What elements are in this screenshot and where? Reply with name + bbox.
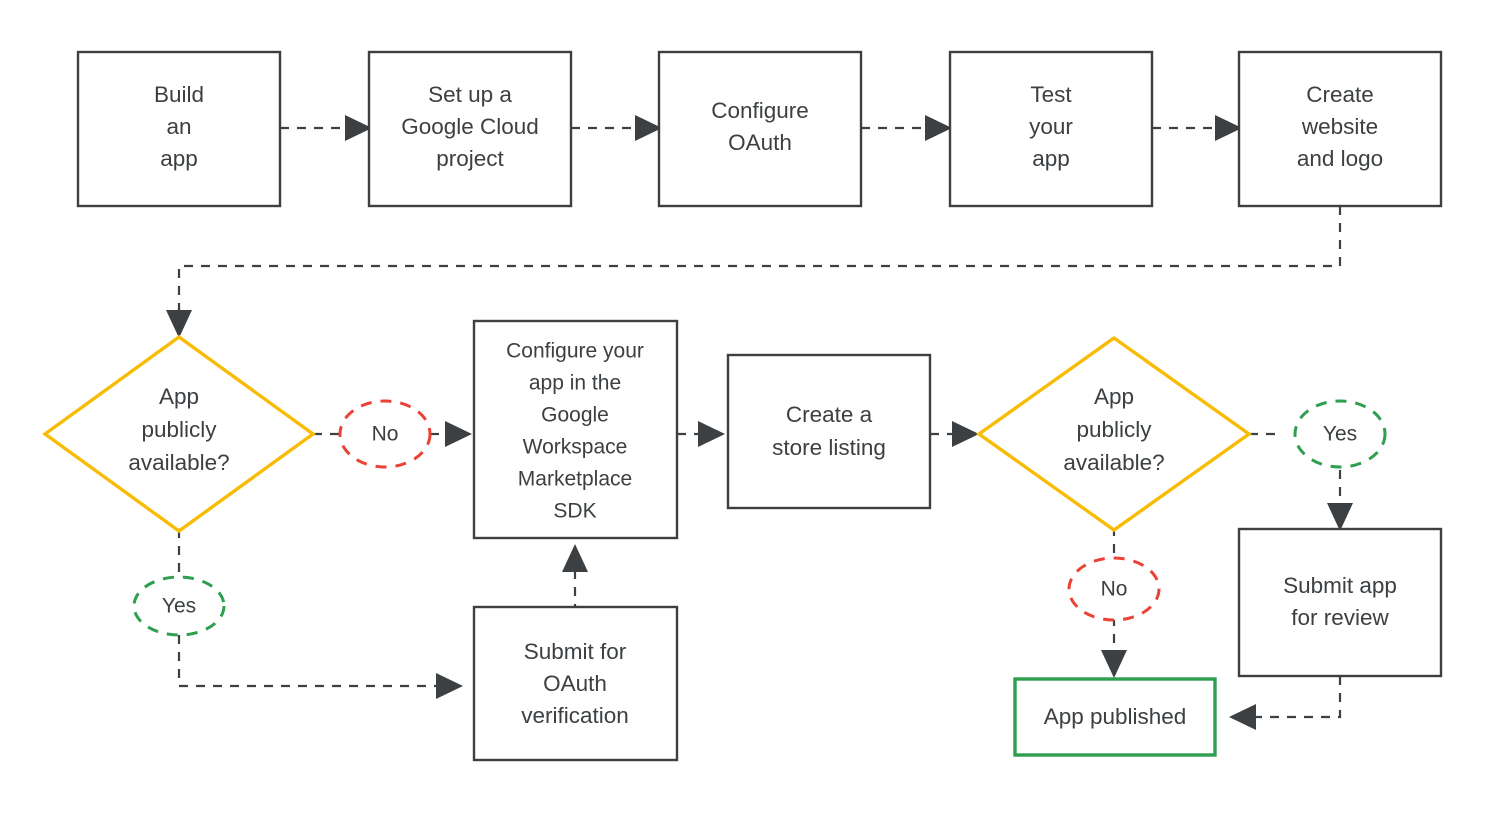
edge-label-text: No [372,423,399,446]
node-label-line: website [1301,114,1378,139]
edge-setup-to-oauth [571,115,662,141]
node-submit-for-oauth-verification[interactable]: Submit for OAuth verification [472,605,679,762]
node-label-line: Create a [786,402,873,427]
edge-decision2-yes [1249,432,1353,531]
node-create-website-and-logo[interactable]: Create website and logo [1237,50,1443,208]
node-label-line: available? [128,450,229,475]
edge-label-decision1-yes: Yes [132,575,226,637]
edge-label-decision2-no: No [1067,556,1161,622]
edge-review-to-published [1229,676,1342,730]
edge-label-text: Yes [162,595,196,618]
node-label-line: App published [1044,704,1187,729]
edge-label-decision1-no: No [338,399,432,469]
node-label-line: store listing [772,435,886,460]
node-label-line: SDK [553,500,596,523]
node-submit-app-for-review[interactable]: Submit app for review [1237,527,1443,678]
node-configure-app-in-sdk[interactable]: Configure your app in the Google Workspa… [472,319,679,540]
node-label-line: publicly [1076,417,1152,442]
node-app-publicly-available-2[interactable]: App publicly available? [976,335,1252,533]
edge-decision2-no [1101,527,1127,678]
edge-label-decision2-yes: Yes [1293,399,1387,469]
edge-oauthverify-to-sdk [562,544,588,630]
node-label-line: Google [541,404,609,427]
node-label-line: Marketplace [518,468,632,491]
node-label-line: project [436,146,504,171]
node-label-line: Test [1030,82,1072,107]
edge-oauth-to-test [861,115,952,141]
node-label-line: Create [1306,82,1374,107]
node-label-line: for review [1291,605,1389,630]
edge-test-to-create-website [1152,115,1242,141]
node-set-up-google-cloud-project[interactable]: Set up a Google Cloud project [367,50,573,208]
node-label-line: Build [154,82,204,107]
node-label-line: Set up a [428,82,512,107]
node-app-publicly-available-1[interactable]: App publicly available? [42,334,316,534]
node-label-line: app [1032,146,1070,171]
edge-website-to-decision1 [166,206,1342,338]
node-create-a-store-listing[interactable]: Create a store listing [726,353,932,510]
node-label-line: Workspace [523,436,628,459]
edge-build-to-setup [280,115,372,141]
node-label-line: your [1029,114,1073,139]
node-label-line: Submit for [524,639,627,664]
node-label-line: and logo [1297,146,1383,171]
node-label-line: OAuth [728,130,792,155]
node-label-line: Google Cloud [401,114,539,139]
node-app-published[interactable]: App published [1013,677,1217,757]
node-label-line: available? [1063,450,1164,475]
edge-sdk-to-storelisting [677,421,725,447]
connector-layer [166,115,1353,730]
edge-storelisting-to-decision2 [930,421,979,447]
node-label-line: Configure [711,98,809,123]
node-label-line: OAuth [543,671,607,696]
edge-decision1-yes [177,529,463,699]
node-label-line: an [166,114,191,139]
edge-label-text: Yes [1323,423,1357,446]
node-test-your-app[interactable]: Test your app [948,50,1154,208]
edge-label-text: No [1101,578,1128,601]
node-build-an-app[interactable]: Build an app [76,50,282,208]
node-label-line: publicly [141,417,217,442]
node-configure-oauth[interactable]: Configure OAuth [657,50,863,208]
node-label-line: Submit app [1283,573,1397,598]
node-label-line: App [1094,384,1134,409]
node-label-line: app in the [529,372,621,395]
node-label-line: Configure your [506,340,644,363]
edge-decision1-no [313,421,472,447]
node-label-line: verification [521,703,629,728]
node-label-line: app [160,146,198,171]
node-label-line: App [159,384,199,409]
